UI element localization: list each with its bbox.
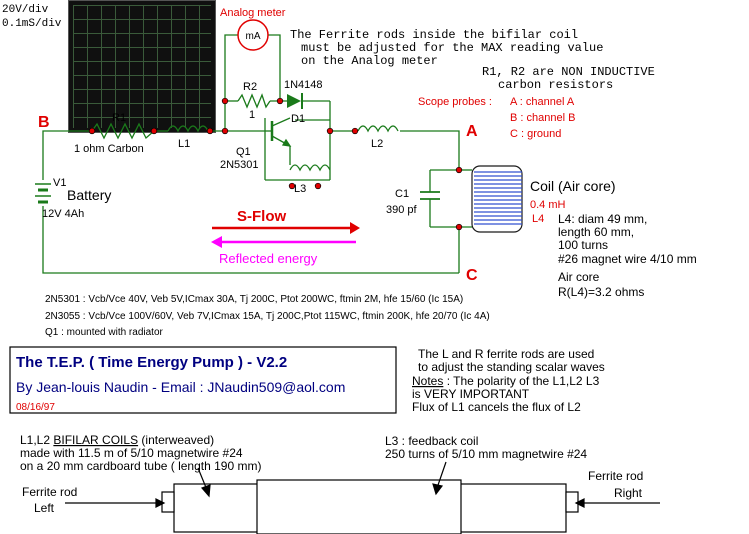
l4-spec-line: #26 magnet wire 4/10 mm bbox=[558, 252, 697, 266]
tube-drawing bbox=[65, 461, 660, 534]
l4-spec-line: 100 turns bbox=[558, 238, 608, 252]
spec-2n3055: 2N3055 : Vcb/Vce 100V/60V, Veb 7V,ICmax … bbox=[45, 311, 490, 322]
title-box bbox=[9, 346, 397, 414]
bifilar-suffix: (interweaved) bbox=[138, 433, 214, 447]
s-flow-label: S-Flow bbox=[237, 208, 286, 225]
c1-label: C1 bbox=[395, 188, 409, 200]
scope-probes-title: Scope probes : bbox=[418, 96, 492, 108]
l2-label: L2 bbox=[371, 138, 383, 150]
l3-feedback-line: L3 : feedback coil bbox=[385, 434, 478, 448]
oscilloscope-screenshot bbox=[68, 0, 216, 133]
reflected-arrow bbox=[211, 236, 356, 248]
ferrite-note-2: must be adjusted for the MAX reading val… bbox=[301, 41, 603, 55]
bifilar-line: on a 20 mm cardboard tube ( length 190 m… bbox=[20, 459, 261, 473]
l1-label: L1 bbox=[178, 138, 190, 150]
scope-probe-c: C : ground bbox=[510, 128, 561, 140]
l3-label: L3 bbox=[294, 183, 306, 195]
notes-text: : The polarity of the L1,L2 L3 bbox=[443, 374, 599, 388]
ferrite-rod-left bbox=[161, 491, 175, 513]
analog-meter: mA bbox=[237, 19, 269, 51]
l4-spec: L4: diam 49 mm, length 60 mm, 100 turns … bbox=[558, 212, 697, 299]
l4-label: L4 bbox=[532, 213, 544, 225]
spec-q1-mount: Q1 : mounted with radiator bbox=[45, 327, 164, 338]
spec-2n5301: 2N5301 : Vcb/Vce 40V, Veb 5V,ICmax 30A, … bbox=[45, 294, 463, 305]
l4-spec-line: R(L4)=3.2 ohms bbox=[558, 285, 644, 299]
r1-label: R1 bbox=[112, 112, 126, 124]
diode-d1 bbox=[287, 93, 303, 109]
point-c: C bbox=[466, 267, 478, 284]
q1-part: 2N5301 bbox=[220, 159, 259, 171]
date-label: 08/16/97 bbox=[16, 402, 55, 413]
right-note-line: The L and R ferrite rods are used bbox=[418, 347, 594, 361]
rod-right-label: Ferrite rod bbox=[588, 469, 643, 483]
d1-label: D1 bbox=[291, 113, 305, 125]
meter-symbol: mA bbox=[246, 31, 261, 42]
right-notes: The L and R ferrite rods are used to adj… bbox=[412, 347, 605, 414]
bifilar-title: L1,L2 BIFILAR COILS (interweaved) bbox=[20, 433, 214, 447]
meter-label: Analog meter bbox=[220, 7, 286, 19]
bifilar-prefix: L1,L2 bbox=[20, 433, 53, 447]
rod-right-label: Right bbox=[614, 486, 643, 500]
ferrite-rod-right bbox=[565, 491, 579, 513]
point-b: B bbox=[38, 114, 50, 131]
capacitor-c1 bbox=[420, 191, 440, 200]
right-note-line: is VERY IMPORTANT bbox=[412, 387, 530, 401]
page-title: The T.E.P. ( Time Energy Pump ) - V2.2 bbox=[16, 354, 287, 371]
v1-label: V1 bbox=[53, 177, 66, 189]
v1-value: 12V 4Ah bbox=[42, 208, 84, 220]
battery-v1 bbox=[35, 183, 51, 204]
bifilar-underlined: BIFILAR COILS bbox=[53, 433, 138, 447]
rod-left-label: Left bbox=[34, 501, 55, 515]
c1-value: 390 pf bbox=[386, 204, 418, 216]
resistor-r2 bbox=[237, 93, 271, 109]
reflected-label: Reflected energy bbox=[219, 251, 318, 266]
right-note-line: Flux of L1 cancels the flux of L2 bbox=[412, 400, 581, 414]
wires bbox=[42, 34, 472, 274]
s-flow-arrow bbox=[212, 222, 360, 234]
q1-label: Q1 bbox=[236, 146, 251, 158]
point-a: A bbox=[466, 123, 478, 140]
r2-value: 1 bbox=[249, 109, 255, 121]
r1-desc: 1 ohm Carbon bbox=[74, 143, 144, 155]
transistor-q1 bbox=[270, 117, 292, 147]
scope-probe-a: A : channel A bbox=[510, 96, 575, 108]
notes-label: Notes bbox=[412, 374, 443, 388]
scope-time-div: 0.1mS/div bbox=[2, 18, 62, 30]
resistor-note-1: R1, R2 are NON INDUCTIVE bbox=[482, 65, 655, 79]
right-note-line: to adjust the standing scalar waves bbox=[418, 360, 605, 374]
author-line: By Jean-louis Naudin - Email : JNaudin50… bbox=[16, 379, 345, 395]
coil-value: 0.4 mH bbox=[530, 199, 566, 211]
l4-spec-line: L4: diam 49 mm, bbox=[558, 212, 647, 226]
ferrite-note-3: on the Analog meter bbox=[301, 54, 438, 68]
scope-volt-div: 20V/div bbox=[2, 4, 49, 16]
polarity-dots bbox=[88, 97, 463, 231]
inductor-l2 bbox=[357, 125, 399, 133]
l3-coil-section bbox=[256, 479, 462, 534]
inductor-l3 bbox=[289, 164, 331, 172]
l3-feedback-line: 250 turns of 5/10 mm magnetwire #24 bbox=[385, 447, 587, 461]
battery-label: Battery bbox=[67, 187, 111, 203]
rod-left-label: Ferrite rod bbox=[22, 485, 77, 499]
coil-l4 bbox=[471, 165, 523, 233]
d1-part: 1N4148 bbox=[284, 79, 323, 91]
ferrite-note-1: The Ferrite rods inside the bifilar coil bbox=[290, 28, 578, 42]
bifilar-line: made with 11.5 m of 5/10 magnetwire #24 bbox=[20, 446, 243, 460]
coil-label: Coil (Air core) bbox=[530, 178, 616, 194]
bifilar-notes: L1,L2 BIFILAR COILS (interweaved) made w… bbox=[20, 433, 643, 515]
resistor-r1 bbox=[91, 122, 155, 140]
l4-spec-line: Air core bbox=[558, 270, 600, 284]
r2-label: R2 bbox=[243, 81, 257, 93]
scope-probe-b: B : channel B bbox=[510, 112, 575, 124]
l4-spec-line: length 60 mm, bbox=[558, 225, 634, 239]
right-note-line: Notes : The polarity of the L1,L2 L3 bbox=[412, 374, 600, 388]
inductor-l1 bbox=[167, 125, 209, 133]
resistor-note-2: carbon resistors bbox=[498, 78, 613, 92]
